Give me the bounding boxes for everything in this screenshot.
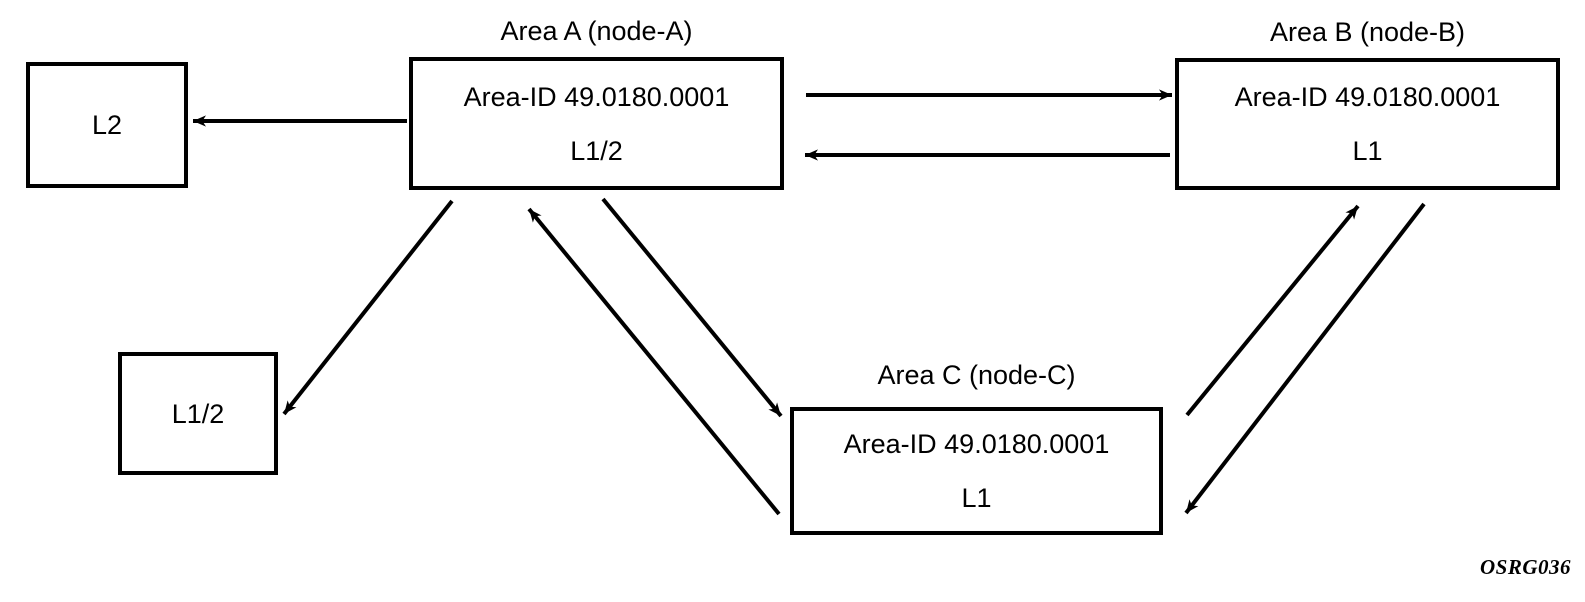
edge-area-c-to-area-a: [527, 207, 781, 516]
edge-area-a-to-l12: [282, 199, 454, 416]
edge-area-b-to-area-c: [1184, 202, 1426, 515]
edge-area-c-to-area-b: [1185, 204, 1360, 417]
node-box-area-a[interactable]: Area-ID 49.0180.0001 L1/2: [409, 57, 784, 190]
node-box-area-b[interactable]: Area-ID 49.0180.0001 L1: [1175, 58, 1560, 190]
node-caption-area-c: Area C (node-C): [877, 360, 1076, 390]
node-area-c-area-id: Area-ID 49.0180.0001: [843, 429, 1110, 459]
node-box-l1-2[interactable]: L1/2: [118, 352, 278, 475]
edge-area-a-to-area-c: [601, 197, 783, 418]
node-area-b-area-id: Area-ID 49.0180.0001: [1234, 82, 1501, 112]
node-l2-label: L2: [91, 110, 123, 140]
node-area-b-level: L1: [1352, 136, 1383, 166]
node-l1-2-label: L1/2: [171, 398, 225, 429]
node-area-a-level: L1/2: [570, 135, 623, 166]
node-area-c-level: L1: [961, 483, 992, 513]
node-caption-area-a: Area A (node-A): [500, 16, 693, 46]
node-area-a-area-id: Area-ID 49.0180.0001: [463, 81, 730, 112]
node-caption-area-b: Area B (node-B): [1269, 17, 1466, 47]
figure-id-label: OSRG036: [1479, 555, 1571, 579]
node-box-l2[interactable]: L2: [26, 62, 188, 188]
node-box-area-c[interactable]: Area-ID 49.0180.0001 L1: [790, 407, 1163, 535]
